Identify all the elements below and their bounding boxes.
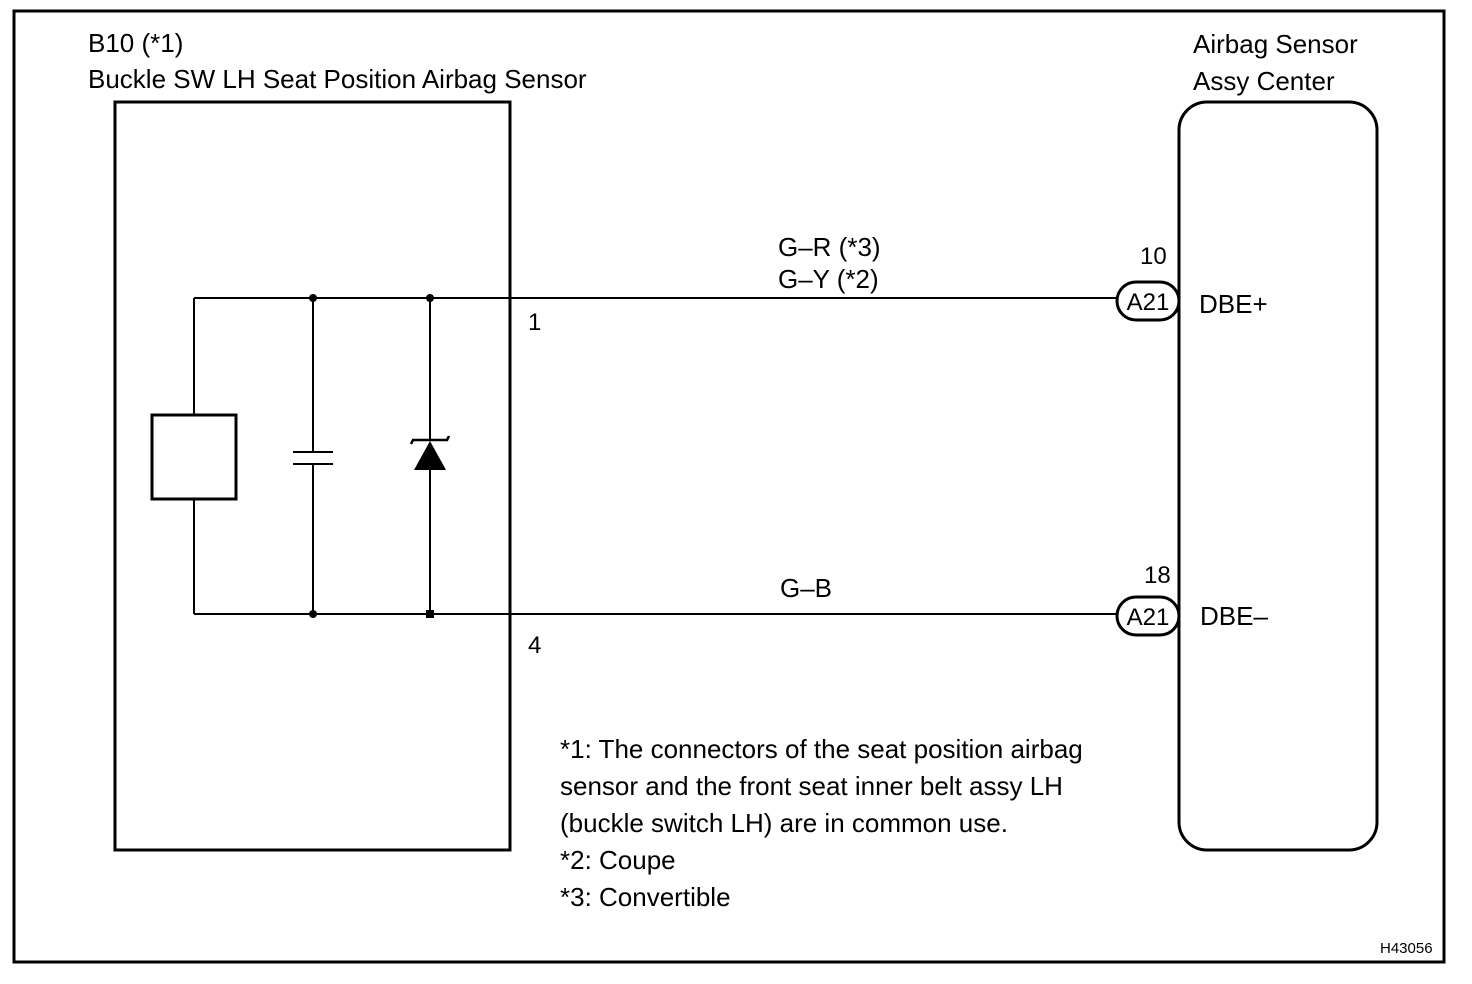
left-pin-top: 1 [528,309,541,336]
diode-triangle [414,441,446,470]
footnote-line: *1: The connectors of the seat position … [560,734,1083,764]
connector-label-top: A21 [1127,289,1170,316]
right-pin-bottom: 18 [1144,562,1171,589]
right-component-name-2: Assy Center [1193,66,1335,96]
right-component-name-1: Airbag Sensor [1193,29,1358,59]
left-component-box [113,100,512,852]
left-component-code: B10 (*1) [88,28,183,58]
diode-bar [409,435,451,445]
footnote-line: *2: Coupe [560,845,676,875]
wire-top: 1 G–R (*3) G–Y (*2) 10 A21 DBE+ [194,232,1268,336]
footnotes: *1: The connectors of the seat position … [560,734,1083,912]
terminal-label-top: DBE+ [1199,289,1268,319]
footnote-line: (buckle switch LH) are in common use. [560,808,1008,838]
wire-top-color-1: G–R (*3) [778,232,881,262]
sensor-element [150,413,238,501]
wire-bottom: 4 G–B 18 A21 DBE– [194,562,1268,659]
wire-top-color-2: G–Y (*2) [778,264,879,294]
figure-id: H43056 [1380,940,1433,957]
right-component-box [1177,100,1379,852]
connector-label-bottom: A21 [1127,604,1170,631]
internal-circuit [150,294,451,618]
diagram-frame [12,9,1446,964]
right-pin-top: 10 [1140,243,1167,270]
footnote-line: *3: Convertible [560,882,731,912]
left-component-name: Buckle SW LH Seat Position Airbag Sensor [88,64,587,94]
footnote-line: sensor and the front seat inner belt ass… [560,771,1063,801]
terminal-label-bottom: DBE– [1200,601,1268,631]
wire-bottom-color: G–B [780,573,832,603]
left-pin-bottom: 4 [528,632,541,659]
